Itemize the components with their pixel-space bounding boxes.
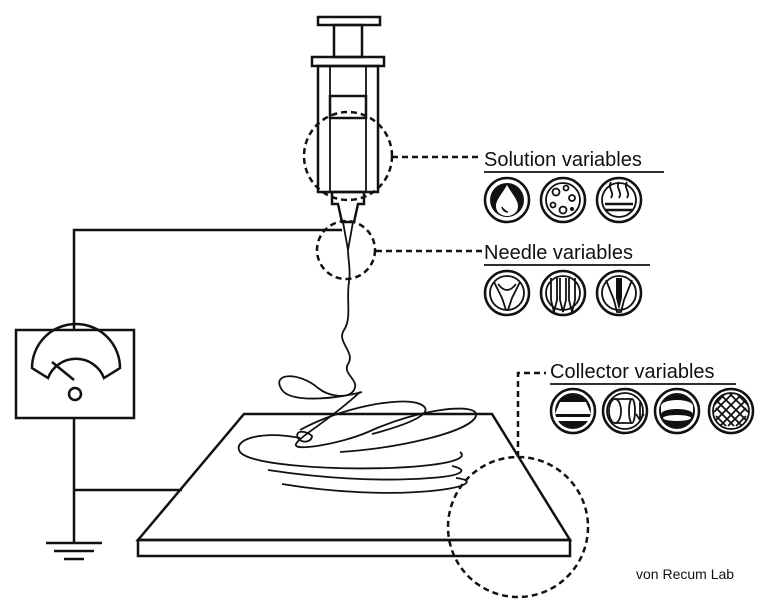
- ground-symbol: [46, 541, 102, 561]
- drop-icon: [483, 176, 531, 224]
- collector-plate: [135, 412, 573, 558]
- fiber-jet: [278, 249, 363, 400]
- collector-callout-circle: [446, 455, 590, 599]
- particles-icon: [539, 176, 587, 224]
- needle-callout-circle: [315, 219, 377, 281]
- barrel-flange: [310, 55, 386, 68]
- rotating-drum-icon: [601, 387, 649, 435]
- plunger-stopper: [328, 94, 368, 120]
- deposited-fibers: [237, 391, 477, 494]
- credit-text: von Recum Lab: [636, 566, 734, 582]
- disk-collector-icon: [653, 387, 701, 435]
- needle-variables-label: Needle variables: [484, 242, 633, 264]
- plunger-rod: [332, 23, 364, 59]
- barrel: [316, 64, 380, 194]
- multi-needle-icon: [539, 269, 587, 317]
- circuit-wiring: [72, 228, 342, 542]
- mesh-collector-icon: [707, 387, 755, 435]
- flat-plate-icon: [549, 387, 597, 435]
- collector-variables-label: Collector variables: [550, 361, 715, 383]
- solution-variables-label: Solution variables: [484, 149, 642, 171]
- syringe: [310, 15, 386, 251]
- voltmeter: [14, 322, 136, 420]
- coaxial-needle-icon: [595, 269, 643, 317]
- single-needle-icon: [483, 269, 531, 317]
- syringe-tip: [330, 190, 366, 224]
- heat-icon: [595, 176, 643, 224]
- needle-tip: [342, 221, 354, 251]
